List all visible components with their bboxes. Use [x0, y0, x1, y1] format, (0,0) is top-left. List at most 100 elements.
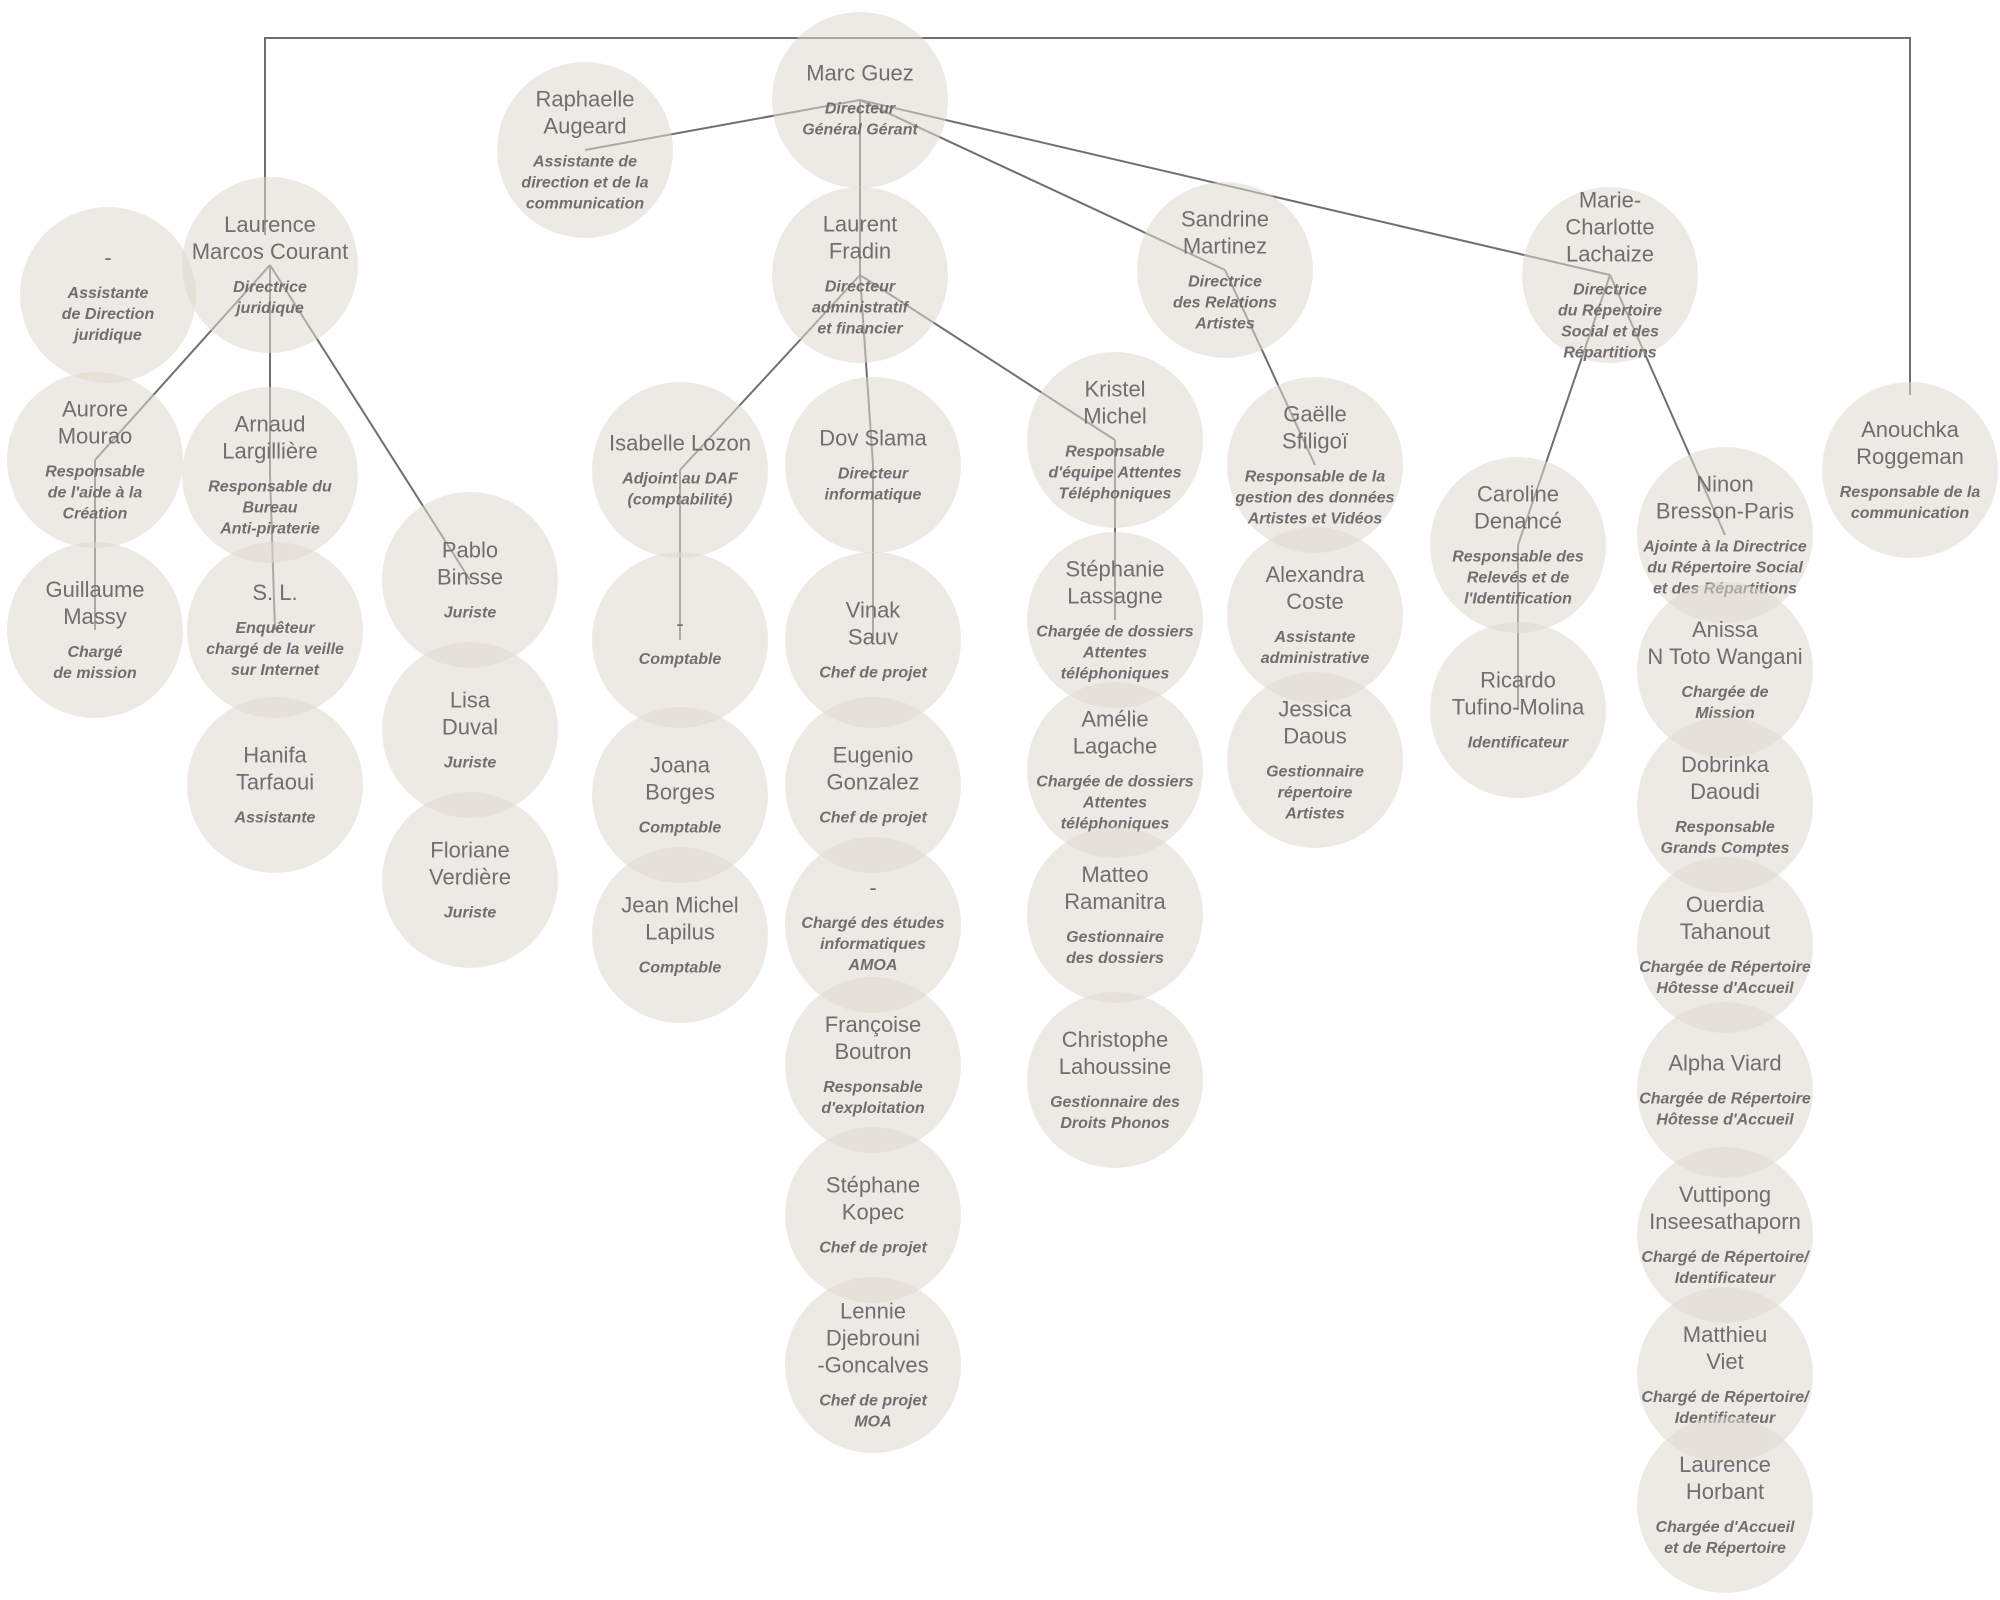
- node-role: Hôtesse d'Accueil: [1656, 1112, 1794, 1129]
- node-circle: [785, 697, 961, 873]
- node-role: de Direction: [62, 306, 155, 323]
- node-role: juridique: [234, 300, 304, 317]
- node-role: Anti-piraterie: [219, 521, 320, 538]
- node-role: gestion des données: [1234, 490, 1394, 507]
- node-role: administrative: [1261, 650, 1370, 667]
- node-name: Arnaud: [235, 412, 306, 437]
- node-name: Lachaize: [1566, 242, 1654, 267]
- org-node-comptable: -Comptable: [592, 552, 768, 728]
- node-name: Inseesathaporn: [1649, 1209, 1801, 1234]
- node-role: du Répertoire Social: [1647, 560, 1803, 577]
- node-role: Hôtesse d'Accueil: [1656, 980, 1794, 997]
- node-role: Artistes: [1194, 316, 1255, 333]
- node-name: Tahanout: [1680, 919, 1771, 944]
- node-role: Chef de projet: [819, 810, 927, 827]
- node-role: Directrice: [1573, 282, 1647, 299]
- node-name: Boutron: [834, 1039, 911, 1064]
- node-name: Alexandra: [1265, 562, 1365, 587]
- node-circle: [1137, 182, 1313, 358]
- node-circle: [785, 837, 961, 1013]
- node-name: Guillaume: [45, 577, 144, 602]
- node-role: Juriste: [444, 755, 497, 772]
- node-circle: [1027, 992, 1203, 1168]
- node-role: Téléphoniques: [1059, 486, 1172, 503]
- node-role: Chargé de Répertoire/: [1641, 1249, 1810, 1266]
- node-circle: [1637, 1287, 1813, 1463]
- node-circle: [1227, 527, 1403, 703]
- node-name: Bresson-Paris: [1656, 499, 1794, 524]
- node-circle: [785, 1127, 961, 1303]
- node-role: Enquêteur: [235, 620, 315, 637]
- node-name: Joana: [650, 753, 711, 778]
- node-name: Lahoussine: [1059, 1054, 1172, 1079]
- node-circle: [187, 697, 363, 873]
- node-name: Ouerdia: [1686, 892, 1765, 917]
- node-name: Michel: [1083, 404, 1147, 429]
- node-role: Juriste: [444, 905, 497, 922]
- node-role: Directeur: [825, 279, 896, 296]
- org-node-francoise: FrançoiseBoutronResponsabled'exploitatio…: [785, 977, 961, 1153]
- node-role: Assistante: [234, 810, 316, 827]
- node-name: Sfiligoï: [1282, 429, 1349, 454]
- node-role: Social et des: [1561, 324, 1659, 341]
- node-name: Augeard: [543, 114, 626, 139]
- node-role: Bureau: [242, 500, 297, 517]
- node-circle: [785, 377, 961, 553]
- node-role: Chargée de Répertoire: [1639, 959, 1811, 976]
- node-role: juridique: [72, 327, 142, 344]
- node-name: Dov Slama: [819, 426, 927, 451]
- node-role: Responsable du: [208, 479, 332, 496]
- node-circle: [592, 847, 768, 1023]
- connector-lines: [94, 37, 1911, 710]
- node-circle: [785, 1277, 961, 1453]
- node-circle: [785, 552, 961, 728]
- node-name: Denancé: [1474, 509, 1562, 534]
- node-role: sur Internet: [231, 662, 320, 679]
- node-circle: [7, 372, 183, 548]
- node-circle: [1637, 447, 1813, 623]
- node-circle: [1027, 682, 1203, 858]
- node-name: Anouchka: [1861, 417, 1960, 442]
- node-name: Vuttipong: [1679, 1182, 1771, 1207]
- node-role: Responsable: [1065, 444, 1165, 461]
- node-circle: [1227, 377, 1403, 553]
- node-name: -Goncalves: [817, 1353, 928, 1378]
- node-circle: [382, 792, 558, 968]
- node-circle: [1637, 1147, 1813, 1323]
- node-name: Martinez: [1183, 234, 1267, 259]
- node-name: Lapilus: [645, 920, 715, 945]
- node-circle: [1637, 717, 1813, 893]
- node-role: communication: [1851, 505, 1969, 522]
- node-name: Floriane: [430, 838, 509, 863]
- node-role: Gestionnaire: [1066, 929, 1164, 946]
- node-role: Directeur: [825, 101, 896, 118]
- node-name: Gaëlle: [1283, 402, 1347, 427]
- node-circle: [1637, 582, 1813, 758]
- node-name: Massy: [63, 604, 127, 629]
- node-circle: [592, 382, 768, 558]
- node-name: Laurent: [823, 212, 898, 237]
- node-role: Directeur: [838, 466, 909, 483]
- node-name: Tufino-Molina: [1452, 695, 1585, 720]
